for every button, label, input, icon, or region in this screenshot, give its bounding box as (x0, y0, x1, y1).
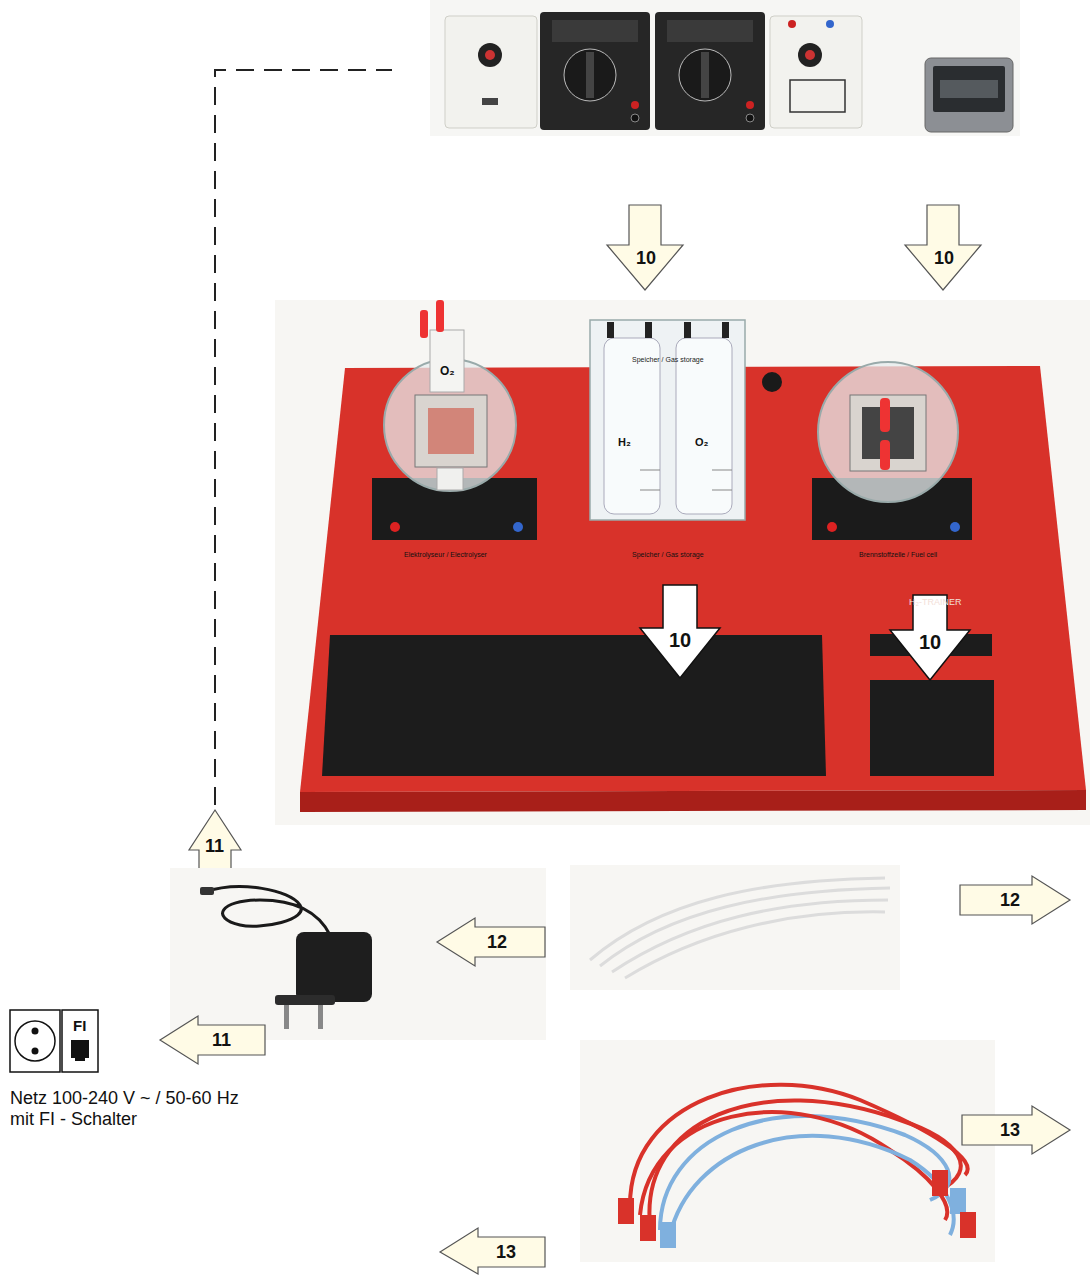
banana-plugs (618, 1170, 976, 1248)
photo-background (570, 865, 900, 990)
timer (925, 58, 1013, 132)
block-arrow (962, 1106, 1070, 1154)
brand-label: H₂-TRAINER (909, 597, 962, 607)
callout-number: 10 (919, 631, 941, 654)
part-label: H₂ (618, 436, 631, 449)
callout-number: 10 (934, 248, 954, 269)
callout-number: 11 (212, 1030, 231, 1051)
callout-number: 13 (1000, 1120, 1020, 1141)
photo-background (430, 0, 1020, 136)
test-leads (630, 1085, 968, 1235)
callout-number: 11 (205, 836, 224, 857)
dashed-line (215, 70, 392, 805)
callout-number: 12 (487, 932, 507, 953)
block-arrow (607, 205, 683, 290)
instrument-row (445, 12, 862, 130)
supply-note: Netz 100-240 V ~ / 50-60 Hz mit FI - Sch… (10, 1088, 260, 1129)
power-supply (200, 887, 372, 1029)
callout-number: 10 (669, 629, 691, 652)
block-arrow (905, 205, 981, 290)
gas-storage (590, 320, 745, 520)
part-label: O₂ (695, 436, 708, 449)
photo-background (580, 1040, 995, 1262)
block-arrow (160, 1016, 265, 1064)
part-label: Brennstoffzelle / Fuel cell (859, 551, 937, 559)
callout-number: 10 (636, 248, 656, 269)
part-label: Speicher / Gas storage (632, 551, 704, 559)
socket-symbol (10, 1010, 98, 1072)
block-arrow (960, 876, 1070, 924)
part-label: Speicher / Gas storage (632, 356, 704, 364)
fuel-cell (818, 362, 958, 502)
block-arrow (890, 595, 970, 680)
part-label: O₂ (440, 365, 455, 379)
block-arrow (640, 585, 720, 678)
block-arrow (440, 1228, 545, 1274)
symbol-label: FI (73, 1017, 86, 1034)
photo-background (275, 300, 1090, 825)
electrolyser (384, 300, 516, 491)
tubing (590, 878, 890, 978)
photo-background (170, 868, 546, 1040)
part-label: Elektrolyseur / Electrolyser (404, 551, 487, 559)
callout-number: 12 (1000, 890, 1020, 911)
callout-number: 13 (496, 1242, 516, 1263)
block-arrow (437, 918, 545, 966)
